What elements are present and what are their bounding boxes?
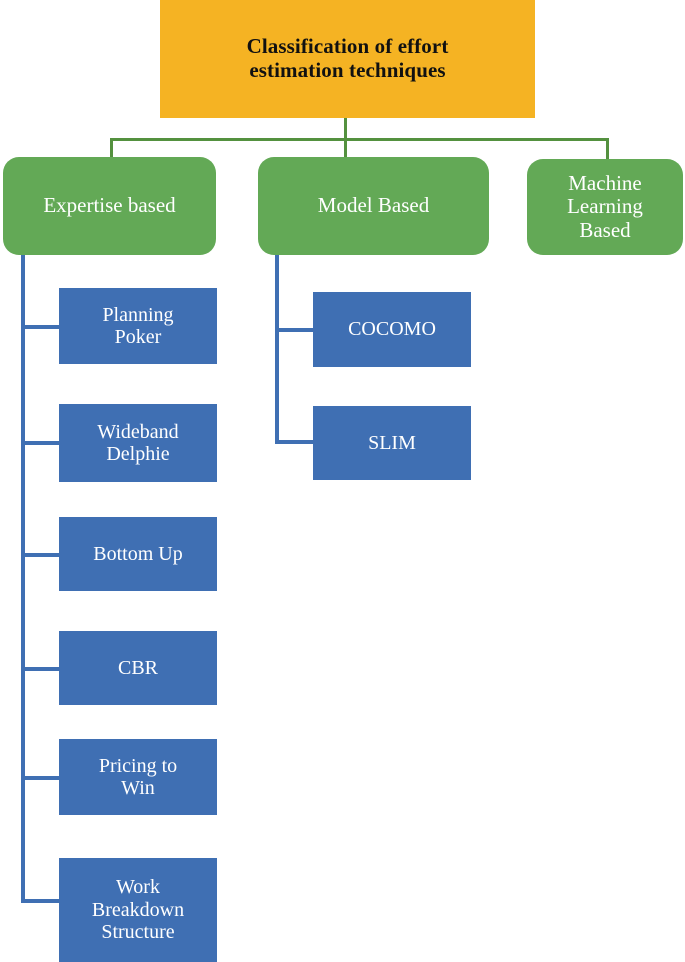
connector-drop-machine-learning — [606, 138, 609, 162]
connector-trunk-expertise — [21, 255, 25, 903]
connector-branch-planning-poker — [21, 325, 60, 329]
connector-branch-pricing-to-win — [21, 776, 60, 780]
leaf-node-cbr[interactable]: CBR — [59, 631, 217, 705]
connector-branch-slim — [275, 440, 314, 444]
branch-node-model-based[interactable]: Model Based — [258, 157, 489, 255]
connector-branch-wideband-delphie — [21, 441, 60, 445]
leaf-node-slim[interactable]: SLIM — [313, 406, 471, 480]
branch-node-expertise-based[interactable]: Expertise based — [3, 157, 216, 255]
connector-branch-cocomo — [275, 328, 314, 332]
leaf-node-wideband-delphie[interactable]: Wideband Delphie — [59, 404, 217, 482]
leaf-node-work-breakdown-structure[interactable]: Work Breakdown Structure — [59, 858, 217, 962]
connector-branch-cbr — [21, 667, 60, 671]
connector-drop-model — [344, 138, 347, 163]
leaf-node-planning-poker[interactable]: Planning Poker — [59, 288, 217, 364]
leaf-node-bottom-up[interactable]: Bottom Up — [59, 517, 217, 591]
connector-root-stem — [344, 118, 347, 139]
connector-drop-expertise — [110, 138, 113, 159]
leaf-node-cocomo[interactable]: COCOMO — [313, 292, 471, 367]
connector-level1-bus — [110, 138, 609, 141]
connector-trunk-model-based — [275, 255, 279, 444]
root-node-classification[interactable]: Classification of effort estimation tech… — [160, 0, 535, 118]
branch-node-machine-learning-based[interactable]: Machine Learning Based — [527, 159, 683, 255]
leaf-node-pricing-to-win[interactable]: Pricing to Win — [59, 739, 217, 815]
connector-branch-work-breakdown-structure — [21, 899, 60, 903]
connector-branch-bottom-up — [21, 553, 60, 557]
